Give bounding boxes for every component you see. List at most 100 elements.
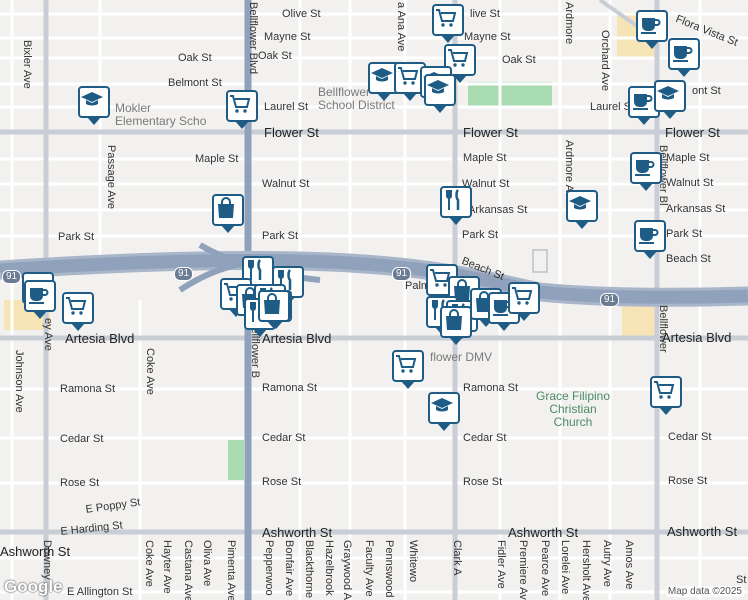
grocery-pin-icon[interactable]	[226, 90, 258, 129]
street-label-walnut-st-2: Walnut St	[462, 178, 510, 190]
grocery-pin-icon[interactable]	[650, 376, 682, 415]
street-label-pearce: Pearce Ave	[539, 540, 551, 597]
coffee-cup-glyph	[641, 18, 661, 34]
street-label-walnut-st-3: Walnut St	[666, 177, 714, 189]
hwy-91-shield-a: 91	[2, 270, 22, 284]
street-label-flower-st-2: Flower St	[463, 125, 518, 140]
street-label-lorelei: Lorelei Ave	[559, 540, 571, 595]
place-label-grace-church: Grace Filipino Christian Church	[536, 389, 611, 430]
street-label-premiere: Premiere Ave	[517, 540, 529, 600]
street-label-hazelbrook: Hazelbrook	[323, 540, 335, 596]
street-label-bellflower-right: Bellflower	[657, 305, 669, 353]
street-label-laurel-st-2: Laurel St	[590, 101, 635, 113]
school-pin-icon[interactable]	[424, 74, 456, 113]
grocery-cart-glyph	[230, 95, 251, 113]
street-label-ardmore-top: Ardmore	[563, 2, 575, 45]
shopping-bag-glyph	[264, 293, 280, 314]
street-label-passage: Passage Ave	[105, 145, 117, 210]
school-pin-icon[interactable]	[78, 86, 110, 125]
street-label-graywood: Graywood A	[341, 540, 353, 600]
hwy-91-shield-c: 91	[392, 267, 412, 281]
school-cap-glyph	[371, 68, 393, 82]
street-label-rose-2: Rose St	[262, 476, 302, 488]
place-label-mokler: Mokler Elementary Scho	[115, 101, 207, 129]
street-label-cedar-1: Cedar St	[60, 433, 104, 445]
grocery-cart-glyph	[512, 287, 533, 305]
grocery-pin-icon[interactable]	[62, 292, 94, 331]
school-cap-glyph	[81, 92, 103, 106]
grocery-pin-icon[interactable]	[432, 4, 464, 43]
grocery-cart-glyph	[396, 355, 417, 373]
park-area	[468, 82, 552, 108]
place-label-dmv: flower DMV	[430, 350, 493, 364]
school-pin-icon[interactable]	[654, 80, 686, 119]
street-label-bellflower-top: Bellflower Blvd	[247, 2, 259, 75]
street-label-fidler: Fidler Ave	[495, 540, 507, 589]
street-label-coke: Coke Ave	[144, 348, 156, 395]
street-label-oak-st-2: Oak St	[258, 50, 292, 62]
street-label-artesia-2: Artesia Blvd	[262, 331, 332, 346]
hwy-91-shield-d: 91	[600, 293, 620, 307]
street-label-downey: Downey	[41, 540, 53, 580]
coffee-cup-glyph	[29, 288, 49, 304]
street-label-clark: Clark A	[451, 540, 463, 576]
coffee-pin-icon[interactable]	[634, 220, 666, 259]
grocery-pin-icon[interactable]	[444, 44, 476, 83]
street-label-bixler: Bixler Ave	[21, 40, 33, 89]
coffee-pin-icon[interactable]	[668, 38, 700, 77]
street-label-st-partial: St	[736, 574, 747, 586]
coffee-pin-icon[interactable]	[24, 280, 56, 319]
street-label-park-st-4: Park St	[666, 228, 703, 240]
street-label-ramona-1: Ramona St	[60, 383, 116, 395]
street-label-hersholt: Hersholt Ave	[580, 540, 592, 600]
street-label-ramona-2: Ramona St	[262, 382, 318, 394]
grocery-cart-glyph	[398, 67, 419, 85]
coffee-cup-glyph	[633, 94, 653, 110]
school-cap-glyph	[431, 398, 453, 412]
shopping-bag-glyph	[454, 279, 470, 300]
school-pin-icon[interactable]	[566, 190, 598, 229]
street-label-ashworth-4: Ashworth St	[667, 524, 738, 539]
grocery-pin-icon[interactable]	[392, 350, 424, 389]
grocery-pin-icon[interactable]	[508, 282, 540, 321]
street-label-rose-3: Rose St	[463, 476, 503, 488]
street-label-ey-ave: ey Ave	[42, 318, 54, 351]
street-label-castana: Castana Ave	[182, 540, 194, 600]
street-label-cedar-3: Cedar St	[463, 432, 507, 444]
street-label-amos: Amos Ave	[623, 540, 635, 590]
street-label-belmont-st-2: ont St	[692, 85, 721, 97]
street-label-oak-st-1: Oak St	[178, 52, 212, 64]
grocery-cart-glyph	[654, 381, 675, 399]
coffee-cup-glyph	[639, 228, 659, 244]
street-label-laurel-st: Laurel St	[264, 101, 309, 113]
street-label-faculty: Faculty Ave	[363, 540, 375, 597]
grocery-cart-glyph	[430, 269, 451, 287]
coffee-cup-glyph	[635, 160, 655, 176]
coffee-pin-icon[interactable]	[636, 10, 668, 49]
street-label-maple-st-2: Maple St	[463, 152, 507, 164]
shopping-pin-icon[interactable]	[212, 194, 244, 233]
street-label-autry: Autry Ave	[601, 540, 613, 587]
street-label-park-st-1: Park St	[58, 231, 95, 243]
shopping-pin-icon[interactable]	[258, 290, 290, 329]
coffee-pin-icon[interactable]	[630, 152, 662, 191]
coffee-cup-glyph	[673, 46, 693, 62]
restaurant-pin-icon[interactable]	[440, 186, 472, 225]
shopping-pin-icon[interactable]	[440, 306, 472, 345]
fork-knife-glyph	[446, 189, 460, 210]
street-label-arkansas-st-2: Arkansas St	[666, 203, 726, 215]
street-label-walnut-st-1: Walnut St	[262, 178, 310, 190]
street-label-flower-st-3: Flower St	[665, 125, 720, 140]
school-cap-glyph	[569, 196, 591, 210]
green-strip	[228, 440, 244, 480]
street-label-coke-2: Coke Ave	[143, 540, 155, 587]
map-attribution: Map data ©2025	[665, 586, 744, 597]
shopping-bag-glyph	[446, 309, 462, 330]
street-label-pepperwood: Pepperwoo	[263, 540, 275, 596]
school-pin-icon[interactable]	[428, 392, 460, 431]
street-label-artesia-1: Artesia Blvd	[65, 331, 135, 346]
street-label-beach-st-2: Beach St	[666, 253, 711, 265]
street-label-e-allington: E Allington St	[67, 586, 133, 598]
grocery-cart-glyph	[436, 9, 457, 27]
